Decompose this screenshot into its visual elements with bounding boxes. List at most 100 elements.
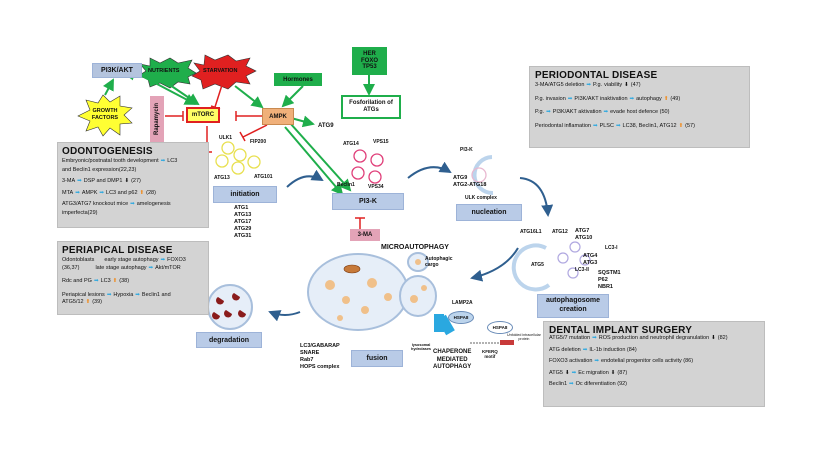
- rapamycin-label: Rapamycin: [154, 103, 160, 136]
- rab7-label: Rab7: [300, 357, 314, 364]
- kferq-line2: motif: [484, 354, 496, 360]
- implant-row-5: Beclin1➡Oc diferentiation (92): [549, 381, 728, 388]
- atg4-label: ATG4: [583, 253, 598, 259]
- implant-row-4: ATG5⬇➡Ec migration⬇(87): [549, 369, 728, 377]
- cma-line2: MEDIATED: [436, 356, 468, 363]
- arrow-down-icon: ⬇: [711, 335, 716, 341]
- periap-r5-b: (39): [92, 299, 102, 305]
- arrow-down-icon: ⬇: [124, 178, 130, 184]
- odontogenesis-panel: ODONTOGENESIS Embryonic/postnatal tooth …: [57, 142, 209, 228]
- tf-her: HER: [363, 50, 376, 57]
- arrow-right-icon: ➡: [160, 158, 166, 164]
- implant-r4-b: Ec migration: [578, 369, 609, 376]
- cargo-line2: cargo: [425, 262, 439, 268]
- pi3k-akt-box: PI3K/AKT: [92, 63, 142, 78]
- arrow-up-icon: ⬆: [85, 299, 91, 305]
- perio-r2-d: (49): [670, 95, 681, 102]
- autophagosome-line2: creation: [559, 306, 587, 313]
- hops-label: HOPS complex: [300, 364, 340, 371]
- arrow-right-icon: ➡: [594, 358, 600, 364]
- nbr1-label: NBR1: [598, 283, 613, 290]
- nucleation-box: nucleation: [456, 204, 522, 221]
- odonto-row-4: MTA➡AMPK➡LC3 and p62⬆(28): [62, 189, 177, 197]
- perio-r1-b: P.g.: [593, 82, 603, 88]
- atg101-label: ATG101: [254, 174, 273, 180]
- periap-r4-a: Periapical lesions: [62, 291, 105, 298]
- odonto-r2-a: and Beclin1 expression(22,23): [62, 166, 137, 173]
- perio-r2-a: P.g. invasion: [535, 95, 566, 102]
- ulk1-label: ULK1: [219, 135, 233, 141]
- dental-implant-panel: DENTAL IMPLANT SURGERY ATG5/7 mutation➡R…: [543, 321, 765, 407]
- implant-r3-b: endotelial progenitor cells activity (86…: [601, 358, 694, 364]
- periap-r1-a: Odontoblasts: [62, 257, 95, 263]
- fosforilation-line2: ATGs: [363, 107, 379, 113]
- perio-row-4: Periodontal inflamation➡PLSC➡LC38, Becli…: [535, 122, 695, 130]
- unfolded-line2: protein: [518, 336, 530, 341]
- lc3i-label: LC3-I: [605, 245, 618, 251]
- perio-row-3: P.g.➡PI3K/AKT aktivation➡evade host defe…: [535, 109, 695, 116]
- periap-r2-a: (36,37): [62, 264, 80, 271]
- implant-r5-a: Beclin1: [549, 381, 568, 387]
- lysosomal-hydrolases-label: lysosomal hydrolases: [411, 343, 431, 351]
- cargo-line1: Autophagic: [425, 256, 453, 262]
- odonto-row-5: ATG3/ATG7 knockout mice➡amelogenesis: [62, 201, 177, 208]
- implant-r1-a: ATG5/7 mutation: [549, 335, 591, 341]
- starvation-label: STARVATION: [203, 68, 238, 74]
- perio-r2-b: PI3K/AKT inaktivation: [574, 95, 628, 102]
- periodontal-title: PERIODONTAL DISEASE: [535, 70, 658, 81]
- odonto-row-2: and Beclin1 expression(22,23): [62, 166, 177, 174]
- periap-r1-b: early stage autophagy: [104, 257, 159, 263]
- odonto-r3-c: (27): [131, 178, 141, 184]
- periap-r2-c: Akt/mTOR: [155, 264, 181, 271]
- arrow-right-icon: ➡: [99, 189, 105, 196]
- nutrients-label: NUTRIENTS: [148, 68, 180, 74]
- arrow-up-icon: ⬆: [139, 189, 145, 196]
- periap-row-2: (36,37)late stage autophagy➡Akt/mTOR: [62, 264, 186, 272]
- tf-tp53: TP53: [362, 64, 377, 71]
- atg16l1-label: ATG16L1: [520, 229, 542, 235]
- gene-atg31: ATG31: [234, 232, 252, 239]
- lc3-gabarap-label: LC3/GABARAP: [300, 343, 340, 349]
- arrow-right-icon: ➡: [75, 189, 80, 196]
- gene-atg17: ATG17: [234, 218, 252, 225]
- implant-row-1: ATG5/7 mutation➡ROS production and neutr…: [549, 335, 728, 342]
- odonto-r4-c: LC3 and p62: [106, 189, 138, 196]
- autophagic-cargo-label: Autophagic cargo: [425, 256, 453, 268]
- perio-r3-c: evade host defence (50): [610, 109, 670, 115]
- lysosomal-line2: hydrolases: [411, 347, 432, 352]
- growth-factors-label: GROWTH FACTORS: [85, 108, 125, 121]
- vps15-label: VPS15: [373, 139, 389, 145]
- periap-r3-b: LC3: [100, 278, 111, 284]
- arrow-right-icon: ➡: [93, 278, 99, 284]
- lc3ii-label: LC3-II: [575, 267, 589, 273]
- arrow-right-icon: ➡: [130, 201, 135, 207]
- hspa8-free-ellipse: HSPA8: [487, 321, 513, 334]
- nucleation-atg9-label: ATG9: [453, 175, 468, 181]
- odonto-r5-a: ATG3/ATG7 knockout mice: [62, 201, 129, 207]
- gene-atg29: ATG29: [234, 225, 252, 232]
- growth-factors-star: [77, 94, 133, 137]
- receptor-genes: SQSTM1 P62 NBR1: [598, 270, 621, 291]
- implant-r1-b: ROS production and neutrophil degranulat…: [598, 335, 710, 341]
- arrow-right-icon: ➡: [160, 257, 166, 263]
- atg10-label: ATG10: [575, 235, 593, 241]
- unfolded-protein-label: Unfolded intracellular protein: [507, 333, 541, 342]
- fusion-box: fusion: [351, 350, 403, 367]
- odonto-r6-a: imperfecta(29): [62, 209, 98, 216]
- odonto-r3-b: DSP and DMP1: [83, 178, 123, 184]
- unfolded-line1: Unfolded intracellular: [507, 333, 541, 337]
- arrow-down-icon: ⬇: [610, 369, 616, 376]
- odonto-r3-a: 3-MA: [62, 178, 76, 184]
- degradation-box: degradation: [196, 332, 262, 348]
- ampk-box: AMPK: [262, 108, 294, 125]
- perio-r3-b: PI3K/AKT aktivation: [552, 109, 602, 115]
- p62-label: P62: [598, 276, 608, 283]
- periapical-title: PERIAPICAL DISEASE: [62, 245, 173, 256]
- arrow-right-icon: ➡: [546, 109, 551, 115]
- odonto-r4-d: (28): [146, 189, 156, 196]
- perio-r4-b: PLSC: [599, 122, 614, 129]
- initiation-box: initiation: [213, 186, 277, 203]
- transcription-factors-box: HER FOXO TP53: [352, 47, 387, 75]
- periap-r3-a: Rdc and PG: [62, 278, 92, 284]
- atg5-label: ATG5: [531, 262, 544, 268]
